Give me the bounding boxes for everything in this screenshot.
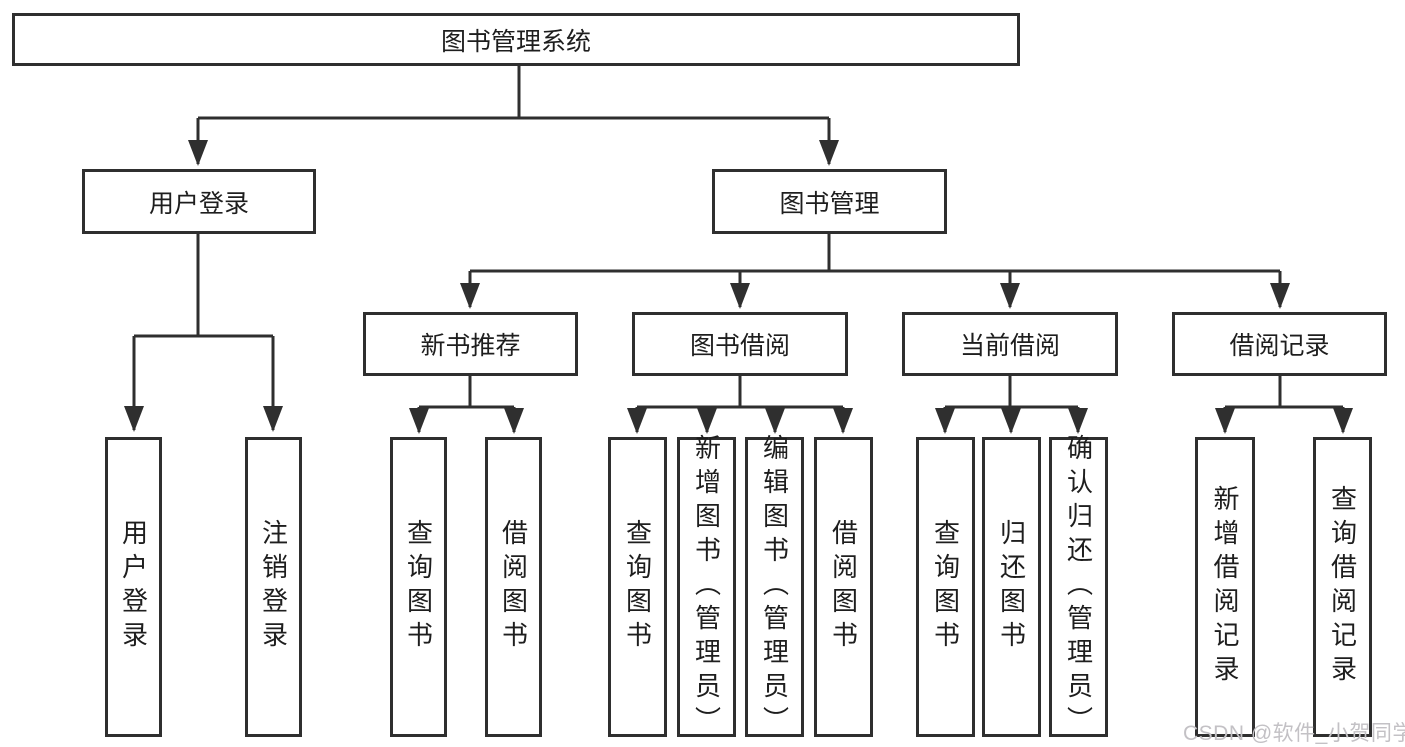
leaf-query-books-1: 查询图书	[390, 437, 447, 737]
leaf-borrow-books-2: 借阅图书	[814, 437, 873, 737]
node-label: 查询图书	[930, 519, 961, 655]
node-book-management: 图书管理	[712, 169, 947, 234]
node-user-login: 用户登录	[82, 169, 316, 234]
leaf-return-books: 归还图书	[982, 437, 1041, 737]
node-label: 新书推荐	[420, 332, 521, 360]
node-label: 图书管理	[779, 189, 880, 218]
leaf-query-borrow-record: 查询借阅记录	[1313, 437, 1372, 737]
connector-current	[945, 376, 1078, 409]
node-label: 借阅记录	[1229, 332, 1330, 360]
leaf-logout: 注销登录	[245, 437, 302, 737]
node-borrowing-records: 借阅记录	[1172, 312, 1387, 376]
leaf-query-books-2: 查询图书	[608, 437, 667, 737]
connector-new-book	[419, 376, 514, 409]
node-label: 查询借阅记录	[1327, 485, 1358, 689]
leaf-borrow-books-1: 借阅图书	[485, 437, 542, 737]
node-label: 用户登录	[118, 519, 149, 655]
connector-root	[198, 66, 829, 120]
leaf-user-login: 用户登录	[105, 437, 162, 737]
node-current-borrowing: 当前借阅	[902, 312, 1118, 376]
node-library-management-system: 图书管理系统	[12, 13, 1020, 66]
node-label: 查询图书	[622, 519, 653, 655]
leaf-edit-book-admin: 编辑图书（管理员）	[745, 434, 804, 740]
connector-records	[1225, 376, 1343, 409]
leaf-confirm-return-admin: 确认归还（管理员）	[1049, 434, 1108, 740]
leaf-query-books-3: 查询图书	[916, 437, 975, 737]
node-label: 借阅图书	[828, 519, 859, 655]
node-label: 图书借阅	[689, 332, 790, 360]
node-label: 借阅图书	[498, 519, 529, 655]
node-label: 新增借阅记录	[1210, 485, 1240, 689]
node-label: 图书管理系统	[440, 27, 591, 56]
leaf-add-book-admin: 新增图书（管理员）	[677, 434, 736, 740]
node-label: 确认归还（管理员）	[1063, 434, 1094, 740]
connector-book-mgmt	[470, 234, 1280, 273]
csdn-watermark: CSDN @软件_小贺同学	[1183, 722, 1405, 745]
node-label: 编辑图书（管理员）	[759, 434, 790, 740]
node-new-book-recommendation: 新书推荐	[363, 312, 578, 376]
connector-borrow	[637, 376, 843, 409]
node-label: 查询图书	[403, 519, 434, 655]
node-label: 当前借阅	[959, 332, 1060, 360]
node-label: 新增图书（管理员）	[691, 434, 722, 740]
node-label: 用户登录	[148, 189, 249, 218]
node-book-borrowing: 图书借阅	[632, 312, 848, 376]
connector-user-login	[134, 234, 273, 338]
node-label: 注销登录	[258, 519, 289, 655]
leaf-add-borrow-record: 新增借阅记录	[1195, 437, 1255, 737]
node-label: 归还图书	[996, 519, 1027, 655]
